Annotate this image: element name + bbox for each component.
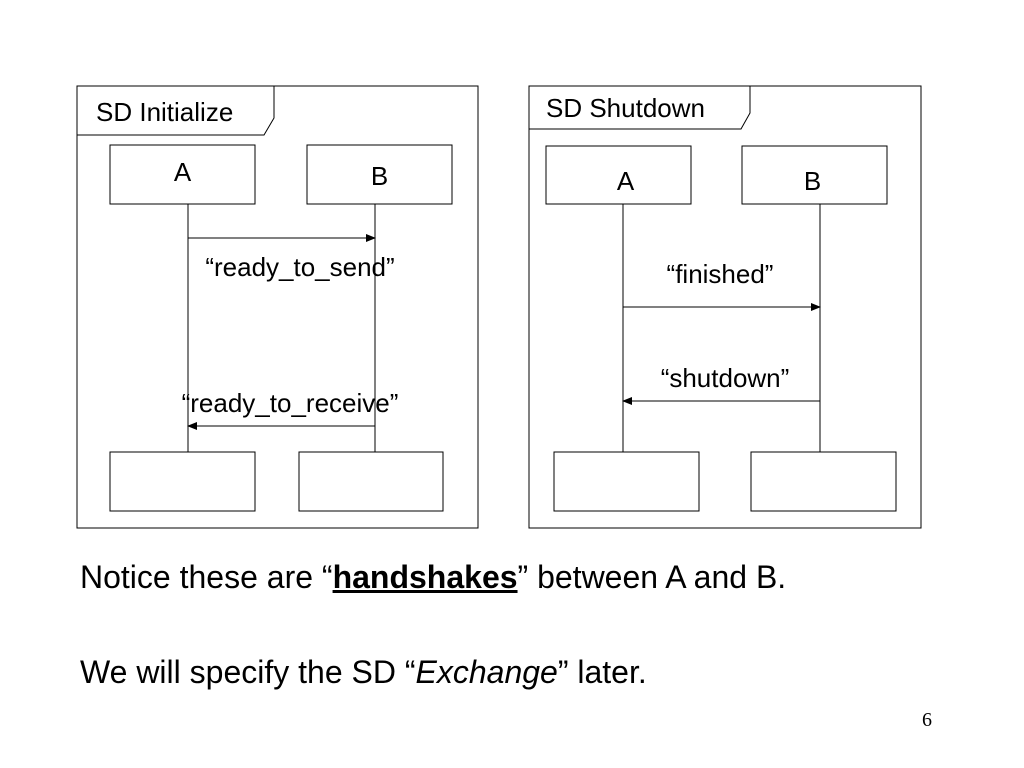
frame-initialize — [76, 85, 479, 529]
note-handshakes-emphasis: handshakes — [332, 559, 518, 595]
frame-initialize-tab — [77, 85, 275, 136]
shutdown-object-a-box — [545, 145, 692, 205]
note-exchange-before: We will specify the SD “ — [80, 654, 416, 690]
note-handshakes-after: ” between A and B. — [517, 559, 787, 595]
initialize-end-box-a — [109, 451, 256, 512]
shutdown-object-a-label: A — [616, 166, 635, 196]
note-exchange: We will specify the SD “Exchange” later. — [80, 652, 647, 692]
initialize-object-a-box — [109, 144, 256, 205]
initialize-end-box-b — [298, 451, 444, 512]
note-exchange-after: ” later. — [557, 654, 647, 690]
initialize-object-b-box — [306, 144, 453, 205]
frame-shutdown-tab — [529, 85, 751, 130]
initialize-message-label-1: “ready_to_send” — [205, 252, 395, 282]
shutdown-end-box-b — [750, 451, 897, 512]
note-handshakes-before: Notice these are “ — [80, 559, 333, 595]
page-number: 6 — [922, 709, 932, 731]
shutdown-object-b-box — [741, 145, 888, 205]
note-handshakes: Notice these are “handshakes” between A … — [80, 557, 786, 597]
frame-shutdown-title: SD Shutdown — [546, 93, 705, 123]
frame-initialize-title: SD Initialize — [96, 97, 234, 127]
shutdown-message-label-1: “finished” — [666, 259, 774, 289]
initialize-object-a-label: A — [173, 157, 192, 187]
shutdown-end-box-a — [553, 451, 700, 512]
initialize-object-b-label: B — [370, 161, 389, 191]
note-exchange-emphasis: Exchange — [415, 654, 558, 690]
shutdown-object-b-label: B — [803, 166, 822, 196]
shutdown-message-label-2: “shutdown” — [660, 363, 790, 393]
initialize-message-label-2: “ready_to_receive” — [181, 388, 399, 418]
